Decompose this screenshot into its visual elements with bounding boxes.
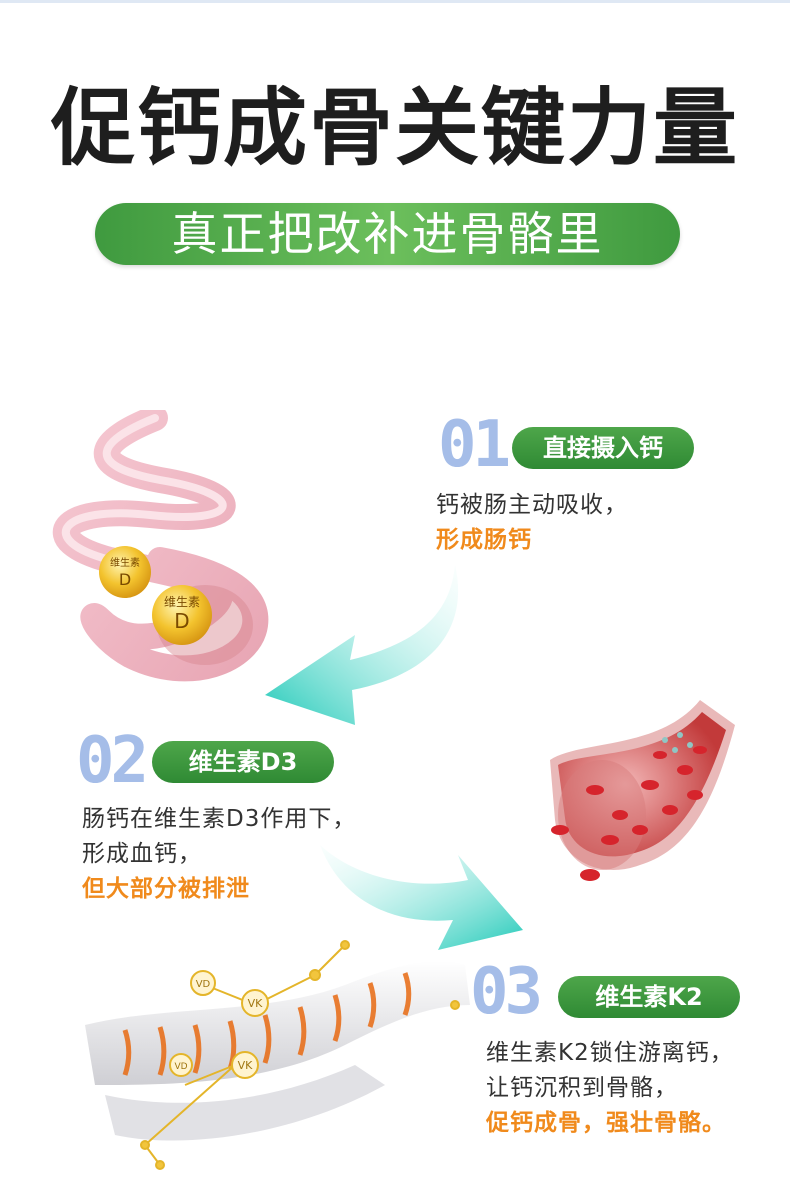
molecule-label-3: VD	[174, 1062, 187, 1072]
blood-vessel-illustration	[550, 700, 735, 881]
top-border	[0, 0, 790, 3]
capsule-1-top: 维生素	[110, 556, 140, 569]
capsule-1-letter: D	[119, 570, 131, 589]
step-2-tag: 维生素D3	[152, 741, 334, 783]
step-2-highlight: 但大部分被排泄	[82, 876, 250, 902]
page-title: 促钙成骨关键力量	[50, 79, 739, 177]
step-2-line2: 形成血钙，	[82, 841, 202, 867]
arrow-2-icon	[320, 845, 523, 950]
subtitle-banner: 真正把改补进骨骼里	[95, 203, 680, 265]
molecule-vk-1: VK	[241, 989, 269, 1017]
molecule-vk-2: VK	[231, 1051, 259, 1079]
step-3-line1: 维生素K2锁住游离钙，	[486, 1040, 734, 1066]
molecule-vd-2: VD	[169, 1053, 193, 1077]
step-1-text: 钙被肠主动吸收， 形成肠钙	[436, 488, 628, 558]
vitamin-d-capsule-2: 维生素 D	[152, 585, 212, 645]
step-2-text: 肠钙在维生素D3作用下， 形成血钙， 但大部分被排泄	[82, 802, 356, 907]
intestine-illustration: 维生素 D 维生素 D	[53, 410, 269, 682]
step-3-line2: 让钙沉积到骨骼，	[486, 1075, 678, 1101]
arrow-1-icon	[265, 565, 459, 725]
step-1-tag: 直接摄入钙	[512, 427, 694, 469]
step-1-number: 01	[438, 408, 511, 482]
spine-illustration: VD VK VD VK	[85, 940, 470, 1170]
step-3-tag: 维生素K2	[558, 976, 740, 1018]
step-3-text: 维生素K2锁住游离钙， 让钙沉积到骨骼， 促钙成骨，强壮骨骼。	[486, 1036, 734, 1141]
subtitle-text: 真正把改补进骨骼里	[171, 207, 604, 261]
step-3-highlight: 促钙成骨，强壮骨骼。	[486, 1110, 726, 1136]
molecule-label-1: VD	[196, 979, 211, 990]
step-2-number: 02	[76, 724, 149, 798]
capsule-2-letter: D	[174, 609, 189, 633]
molecule-label-4: VK	[238, 1059, 254, 1072]
vitamin-d-capsule-1: 维生素 D	[99, 546, 151, 598]
molecule-vd-1: VD	[190, 970, 216, 996]
molecule-label-2: VK	[248, 997, 264, 1010]
step-2-line1: 肠钙在维生素D3作用下，	[82, 806, 357, 832]
capsule-2-top: 维生素	[164, 595, 200, 609]
step-3-number: 03	[470, 955, 543, 1029]
step-1-line1: 钙被肠主动吸收，	[436, 492, 628, 518]
step-1-highlight: 形成肠钙	[436, 527, 532, 553]
